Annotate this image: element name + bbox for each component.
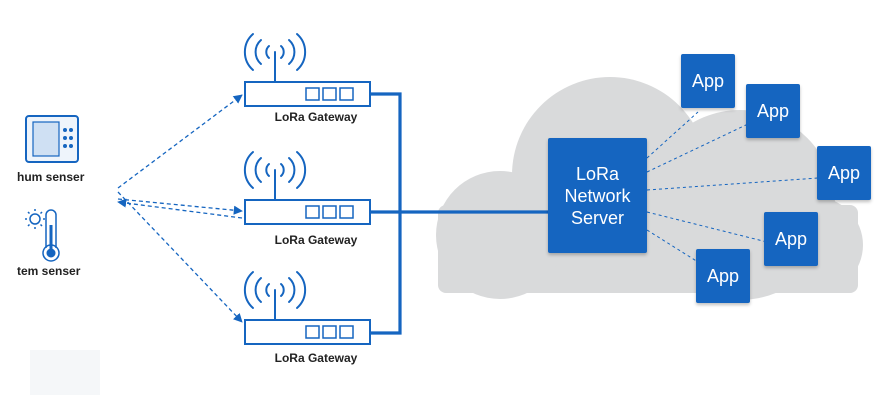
thermometer-sun-icon [25, 209, 60, 262]
gateway-3 [243, 271, 371, 345]
gateway-2 [243, 151, 371, 225]
humidity-sensor-icon [25, 115, 79, 163]
sensor-links [117, 94, 243, 323]
link-from-gateway-2-lower [117, 198, 243, 219]
router-box [244, 81, 371, 107]
gateway-1 [243, 33, 371, 107]
app-box: App [681, 54, 735, 108]
app-box: App [764, 212, 818, 266]
app-label: App [827, 162, 861, 183]
app-label: App [691, 70, 725, 91]
app-box: App [746, 84, 800, 138]
app-label: App [706, 265, 740, 286]
antenna-signal-icon [243, 33, 307, 83]
app-label: App [774, 228, 808, 249]
app-box: App [696, 249, 750, 303]
gateway-label: LoRa Gateway [274, 233, 358, 247]
antenna-signal-icon [243, 151, 307, 201]
link-to-gateway-1 [117, 94, 243, 189]
antenna-signal-icon [243, 271, 307, 321]
gateway-label: LoRa Gateway [274, 110, 358, 124]
backhaul-links [370, 92, 548, 335]
sensor-label-humidity: hum senser [17, 170, 85, 184]
router-box [244, 199, 371, 225]
app-box: App [817, 146, 871, 200]
app-label: App [756, 100, 790, 121]
sensor-label-temperature: tem senser [17, 264, 81, 278]
router-box [244, 319, 371, 345]
network-server-box: LoRa Network Server [548, 138, 647, 253]
network-server-label: LoRa Network Server [564, 163, 631, 228]
link-to-gateway-3 [117, 191, 243, 323]
floor-shadow [30, 350, 100, 395]
gateway-label: LoRa Gateway [274, 351, 358, 365]
app-links [646, 111, 819, 263]
